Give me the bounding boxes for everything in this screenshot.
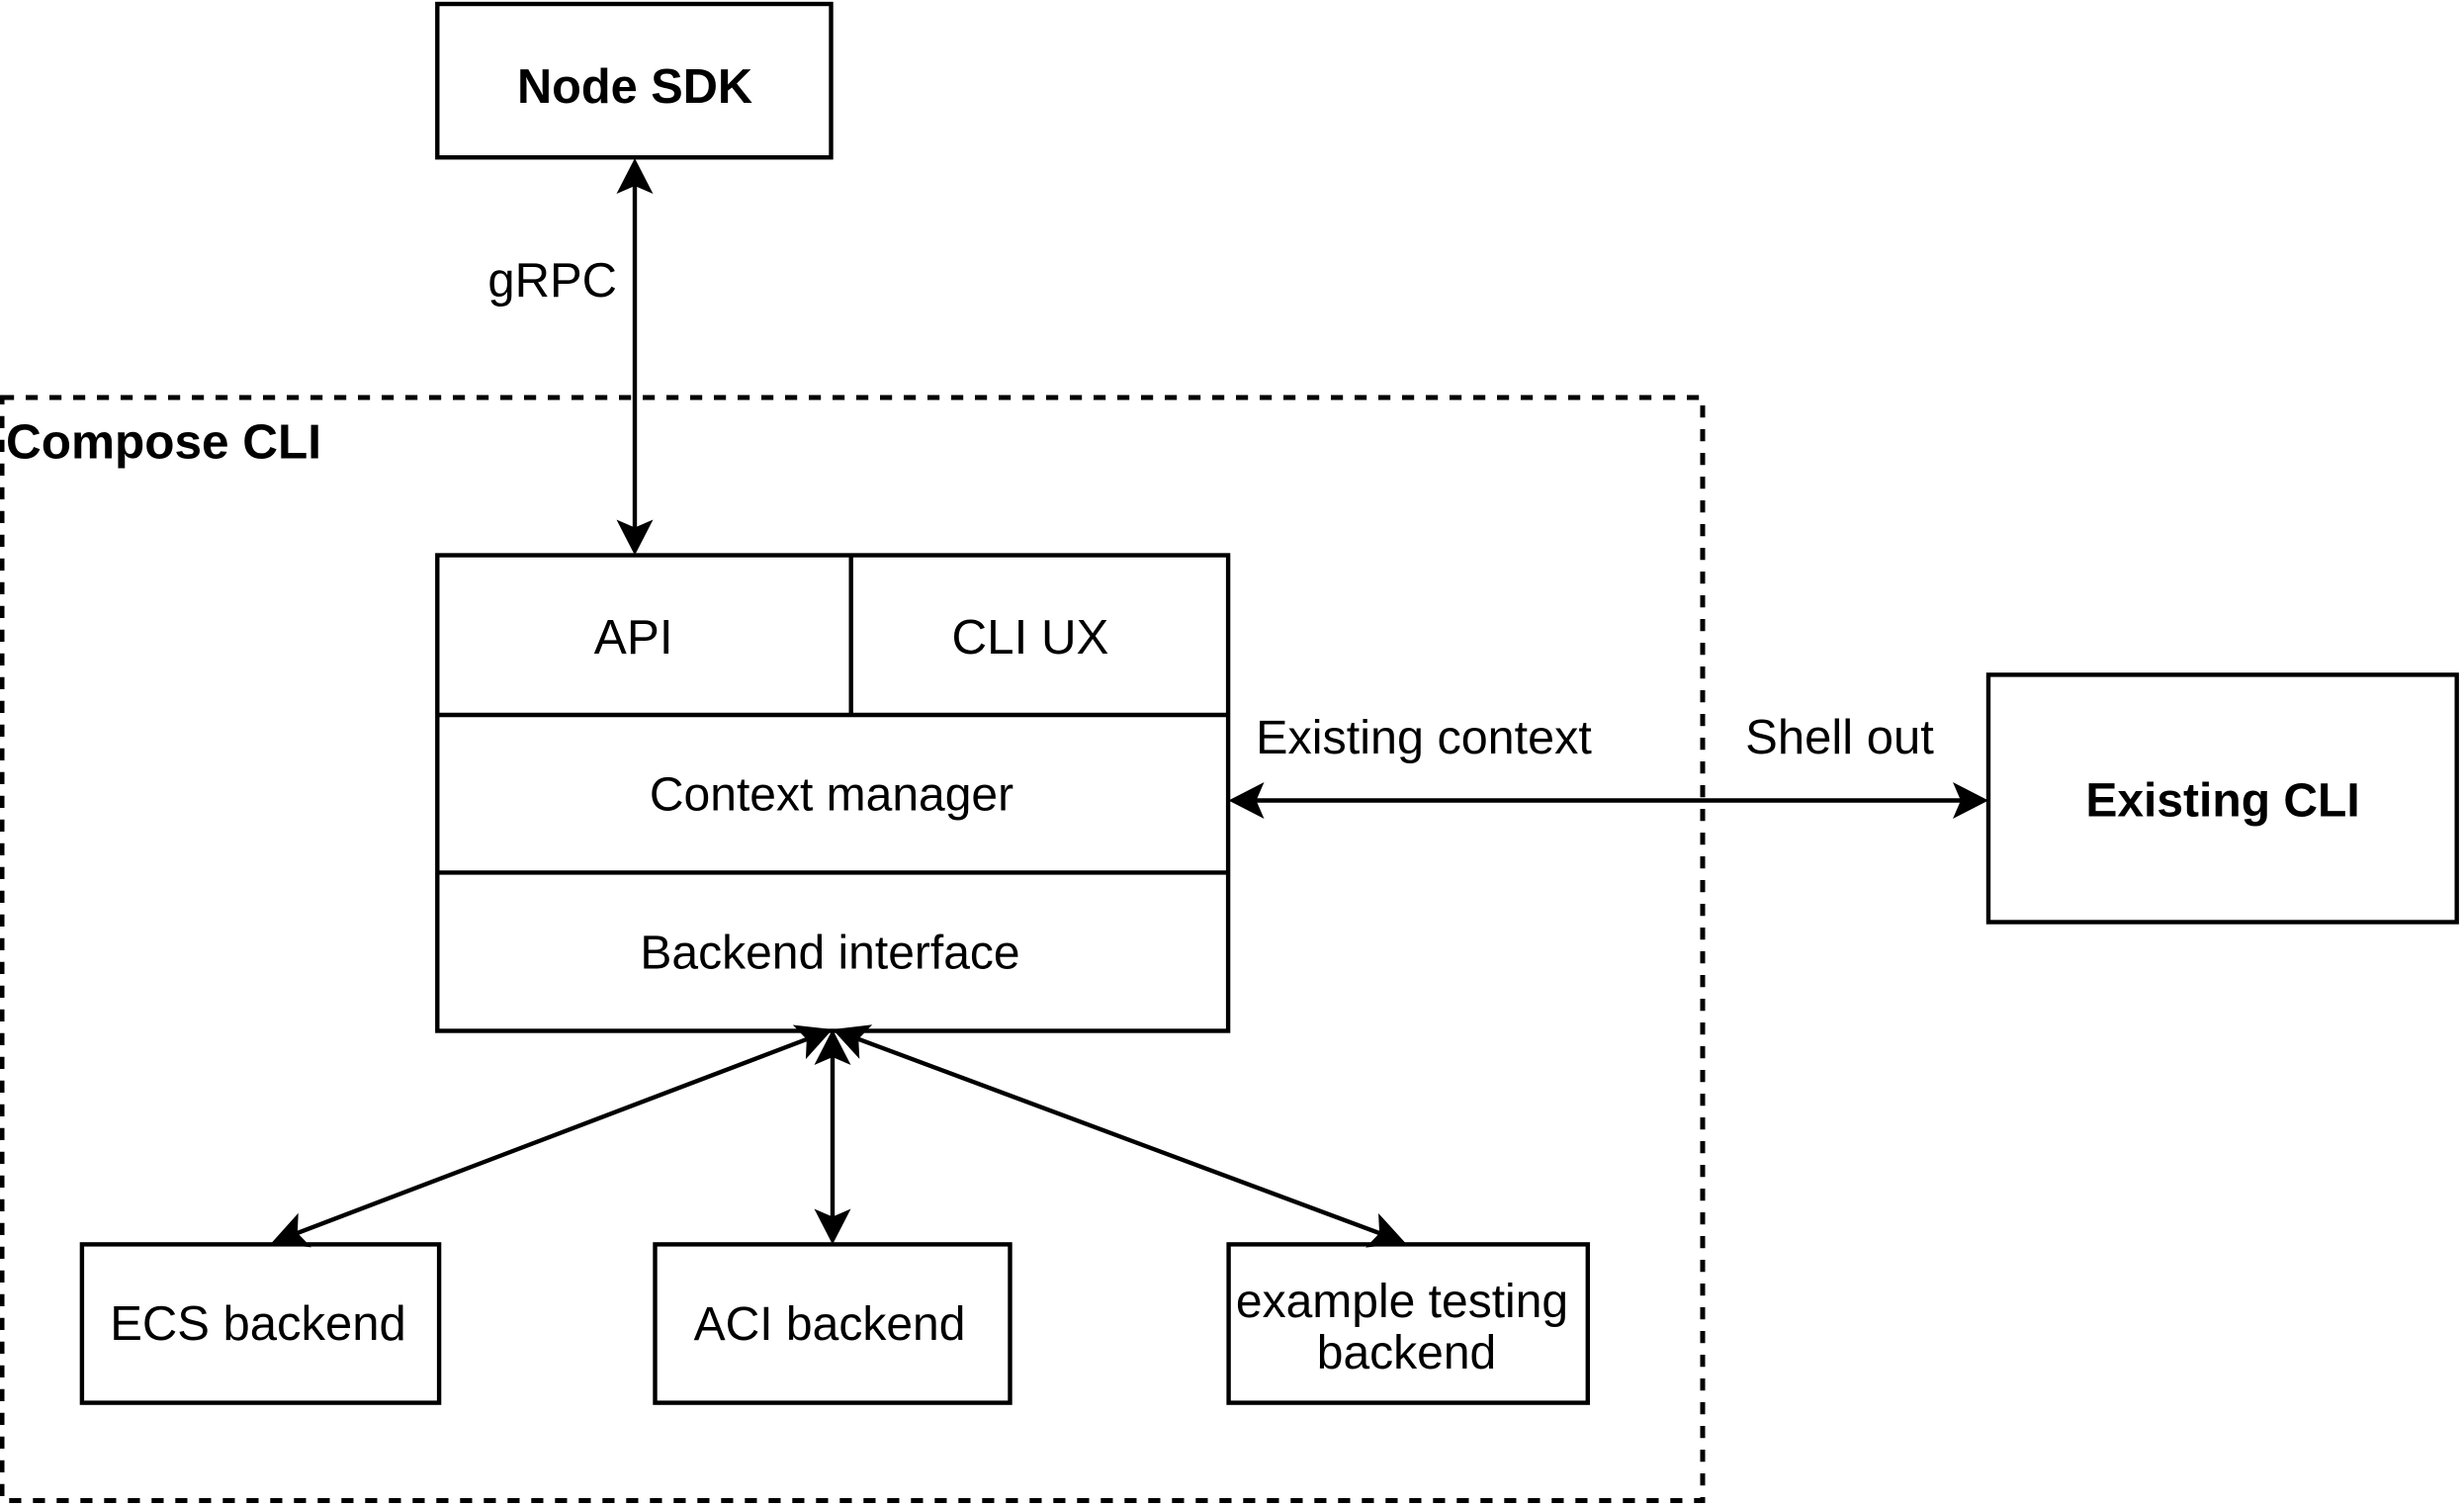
- svg-text:Shell out: Shell out: [1745, 711, 1934, 764]
- svg-text:example testing: example testing: [1236, 1276, 1568, 1328]
- svg-text:Node SDK: Node SDK: [517, 60, 752, 114]
- svg-text:backend: backend: [1317, 1327, 1496, 1379]
- svg-text:ECS backend: ECS backend: [110, 1297, 406, 1351]
- svg-text:CLI UX: CLI UX: [952, 610, 1109, 665]
- svg-text:API: API: [594, 610, 673, 665]
- svg-text:gRPC: gRPC: [487, 254, 617, 308]
- svg-text:Context manager: Context manager: [650, 769, 1013, 822]
- svg-text:Existing CLI: Existing CLI: [2085, 775, 2359, 828]
- svg-text:Backend interface: Backend interface: [640, 928, 1019, 980]
- svg-text:ACI backend: ACI backend: [694, 1298, 966, 1351]
- svg-text:Existing context: Existing context: [1256, 711, 1592, 764]
- svg-text:Compose CLI: Compose CLI: [6, 415, 321, 470]
